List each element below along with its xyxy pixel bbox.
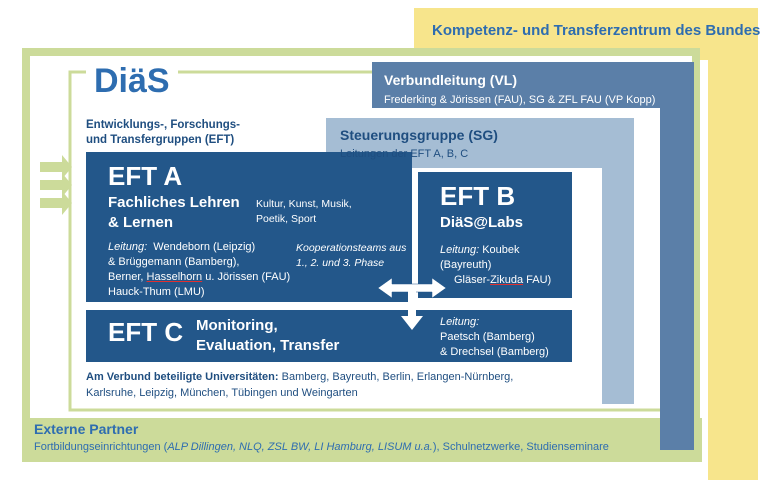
eft-b-lead-line3c: FAU) — [526, 274, 552, 286]
eft-a-lead-line3b: Hasselhorn — [146, 271, 203, 283]
eft-a-subtitle: Fachliches Lehren & Lernen — [108, 193, 240, 233]
sg-frame — [326, 118, 634, 404]
partner-italic: ALP Dillingen, NLQ, ZSL BW, LI Hamburg, … — [167, 441, 433, 453]
unis-line2: Karlsruhe, Leipzig, München, Tübingen un… — [86, 387, 358, 399]
eft-c-lead: Leitung: Paetsch (Bamberg) & Drechsel (B… — [440, 315, 549, 360]
eft-a-lead-line4: Hauck-Thum (LMU) — [108, 286, 205, 298]
eft-b-title: EFT B — [440, 181, 516, 211]
eft-a-lead-line1: Wendeborn (Leipzig) — [153, 241, 256, 253]
eft-a-lead-line3a: Berner, — [108, 271, 144, 283]
eft-c-lead-label: Leitung: — [440, 316, 480, 328]
dias-logo: DiäS — [86, 62, 178, 101]
arrow-vertical — [401, 288, 423, 330]
eft-b-lead-line3: Gläser-Zikuda FAU) — [454, 273, 551, 288]
vl-members: Frederking & Jörissen (FAU), SG & ZFL FA… — [384, 94, 656, 106]
eft-b-lead-line2: (Bayreuth) — [440, 259, 492, 271]
bund-title: Kompetenz- und Transferzentrum des Bunde… — [432, 22, 761, 39]
eft-a-title: EFT A — [108, 161, 183, 191]
eft-b-lead-line1: Koubek — [482, 244, 520, 256]
eft-a-subtitle-line2: & Lernen — [108, 214, 174, 231]
arrow-3 — [40, 191, 72, 215]
eft-a-lead-line3c: u. Jörissen (FAU) — [205, 271, 291, 283]
eft-a-box — [86, 152, 412, 302]
universities: Am Verbund beteiligte Universitäten: Bam… — [86, 369, 513, 401]
arrow-1 — [40, 155, 72, 179]
eft-c-title: EFT C — [108, 317, 184, 347]
eft-c-lead-line1: Paetsch (Bamberg) — [440, 331, 535, 343]
eft-a-topics-line1: Kultur, Kunst, Musik, — [256, 198, 352, 210]
eft-c-subtitle-line2: Evaluation, Transfer — [196, 337, 340, 354]
eft-c-subtitle: Monitoring, Evaluation, Transfer — [196, 316, 339, 356]
eft-b-lead-line3a: Gläser- — [454, 274, 491, 286]
eft-a-lead-label: Leitung: — [108, 241, 148, 253]
eft-b-lead-line3b: Zikuda — [490, 274, 524, 286]
eft-a-topics-line2: Poetik, Sport — [256, 212, 317, 225]
vl-title: Verbundleitung (VL) — [384, 72, 517, 88]
partner-suffix: ), Schulnetzwerke, Studienseminare — [432, 441, 609, 453]
eft-a-lead-line2: & Brüggemann (Bamberg), — [108, 256, 240, 268]
eft-a-lead: Leitung: Wendeborn (Leipzig) & Brüggeman… — [108, 240, 290, 300]
eft-a-coop-line1: Kooperationsteams aus — [296, 242, 407, 254]
eft-a-topics: Kultur, Kunst, Musik, Poetik, Sport — [256, 197, 352, 226]
eft-c-subtitle-line1: Monitoring, — [196, 317, 278, 334]
eft-b-box — [418, 172, 572, 298]
dias-groups-line2: und Transfergruppen (EFT) — [86, 134, 235, 146]
dias-groups-line1: Entwicklungs-, Forschungs- — [86, 119, 240, 131]
eft-b-subtitle: DiäS@Labs — [440, 214, 523, 231]
sg-subtitle: Leitungen der EFT A, B, C — [340, 148, 469, 160]
eft-a-coop-line2: 1., 2. und 3. Phase — [296, 256, 385, 269]
sg-title: Steuerungsgruppe (SG) — [340, 127, 498, 143]
partner-prefix: Fortbildungseinrichtungen ( — [34, 441, 168, 453]
eft-b-lead: Leitung: Koubek (Bayreuth) — [440, 243, 520, 273]
dias-groups-label: Entwicklungs-, Forschungs- und Transferg… — [86, 118, 240, 148]
vl-frame — [372, 62, 694, 450]
arrow-2 — [40, 173, 72, 197]
eft-a-subtitle-line1: Fachliches Lehren — [108, 194, 240, 211]
eft-c-lead-line2: & Drechsel (Bamberg) — [440, 346, 549, 358]
partner-list: Fortbildungseinrichtungen (ALP Dillingen… — [34, 441, 609, 453]
partner-title: Externe Partner — [34, 421, 139, 437]
eft-a-coop: Kooperationsteams aus 1., 2. und 3. Phas… — [296, 241, 406, 270]
unis-line1: Bamberg, Bayreuth, Berlin, Erlangen-Nürn… — [281, 371, 514, 383]
unis-label: Am Verbund beteiligte Universitäten: — [86, 371, 279, 383]
eft-b-lead-label: Leitung: — [440, 244, 480, 256]
eft-c-box — [86, 310, 572, 362]
